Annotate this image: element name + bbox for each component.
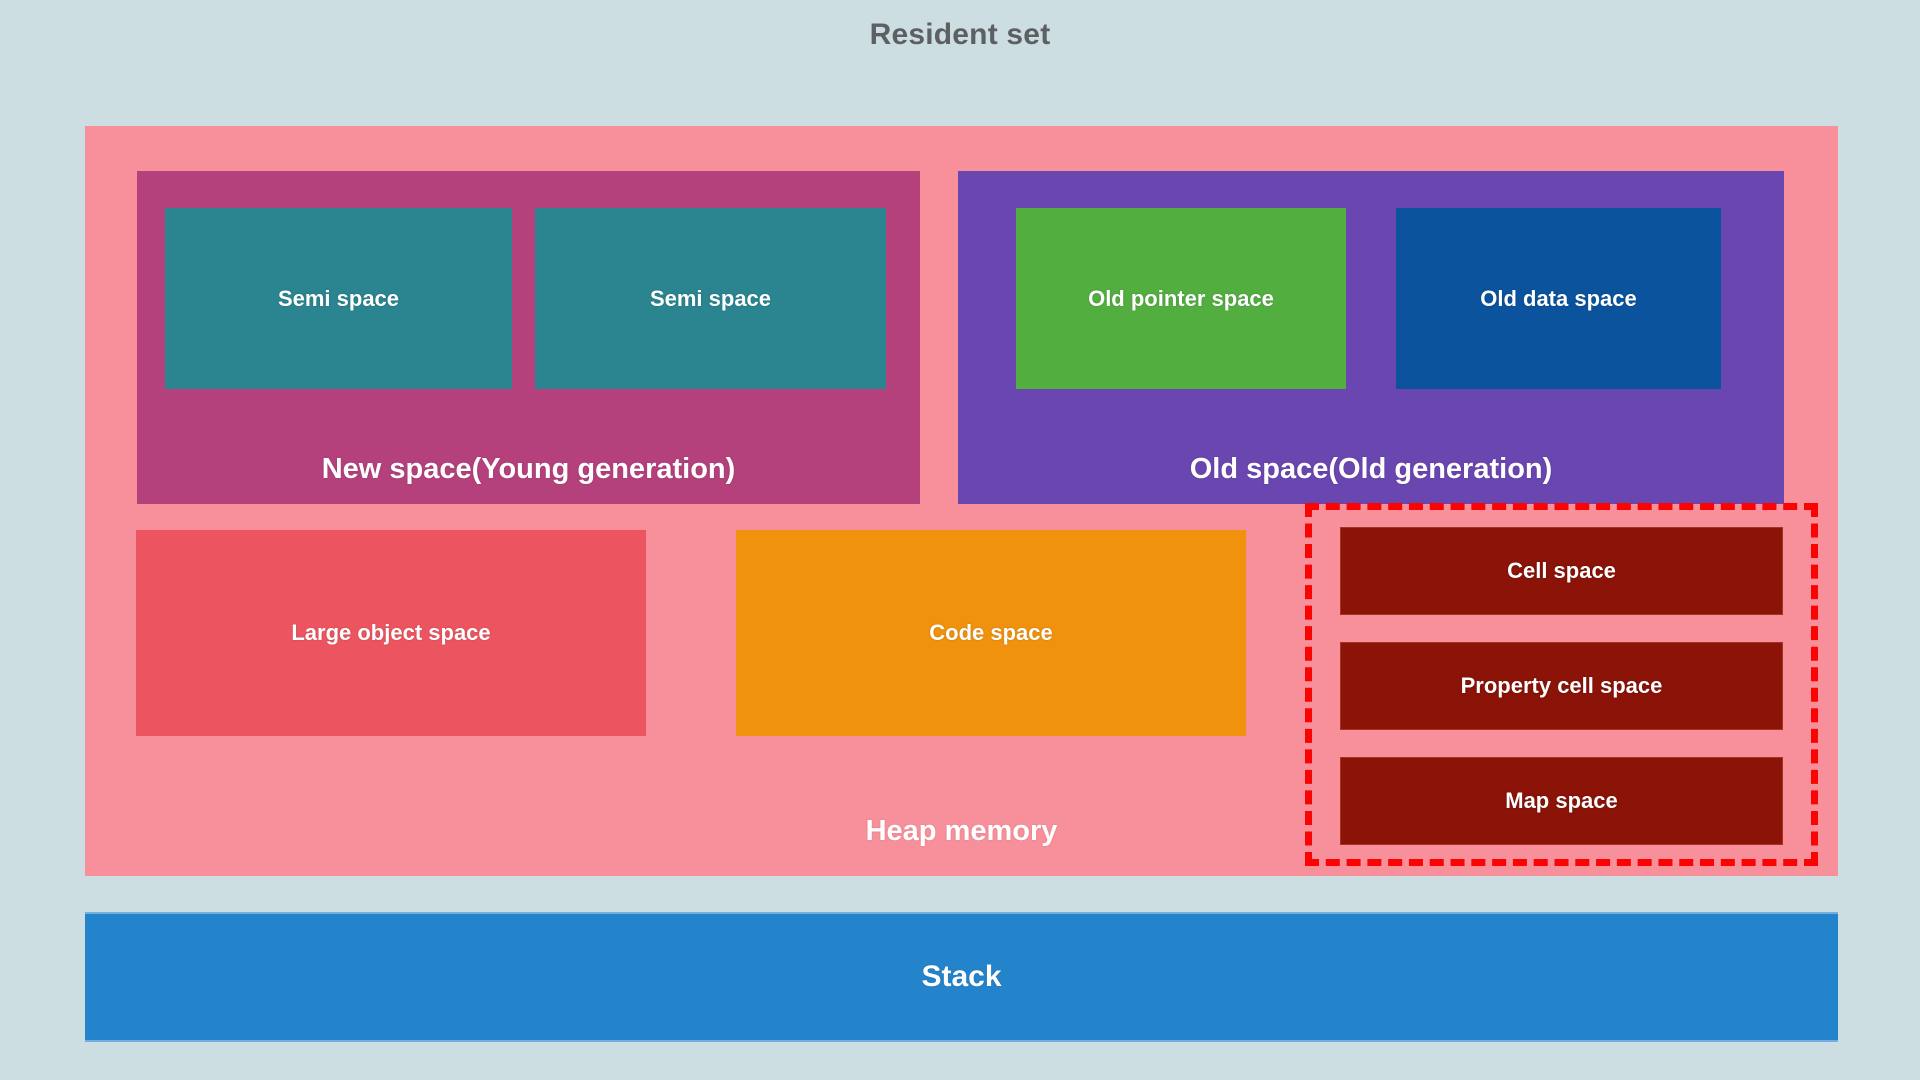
stack-block: Stack bbox=[85, 912, 1838, 1042]
old-data-space-block: Old data space bbox=[1396, 208, 1721, 389]
property-cell-space-block: Property cell space bbox=[1340, 642, 1783, 730]
new-space-container: Semi space Semi space New space(Young ge… bbox=[137, 171, 920, 504]
map-space-block: Map space bbox=[1340, 757, 1783, 845]
old-space-label: Old space(Old generation) bbox=[1189, 453, 1553, 485]
dashed-highlight-region bbox=[1305, 503, 1818, 866]
cell-space-block: Cell space bbox=[1340, 527, 1783, 615]
old-space-container: Old pointer space Old data space Old spa… bbox=[958, 171, 1784, 504]
large-object-space-block: Large object space bbox=[136, 530, 646, 736]
page-title: Resident set bbox=[869, 18, 1051, 51]
old-pointer-space-block: Old pointer space bbox=[1016, 208, 1346, 389]
semi-space-block-1: Semi space bbox=[535, 208, 886, 389]
semi-space-block-0: Semi space bbox=[165, 208, 512, 389]
code-space-block: Code space bbox=[736, 530, 1246, 736]
new-space-label: New space(Young generation) bbox=[321, 453, 736, 485]
heap-memory-label: Heap memory bbox=[865, 815, 1058, 847]
